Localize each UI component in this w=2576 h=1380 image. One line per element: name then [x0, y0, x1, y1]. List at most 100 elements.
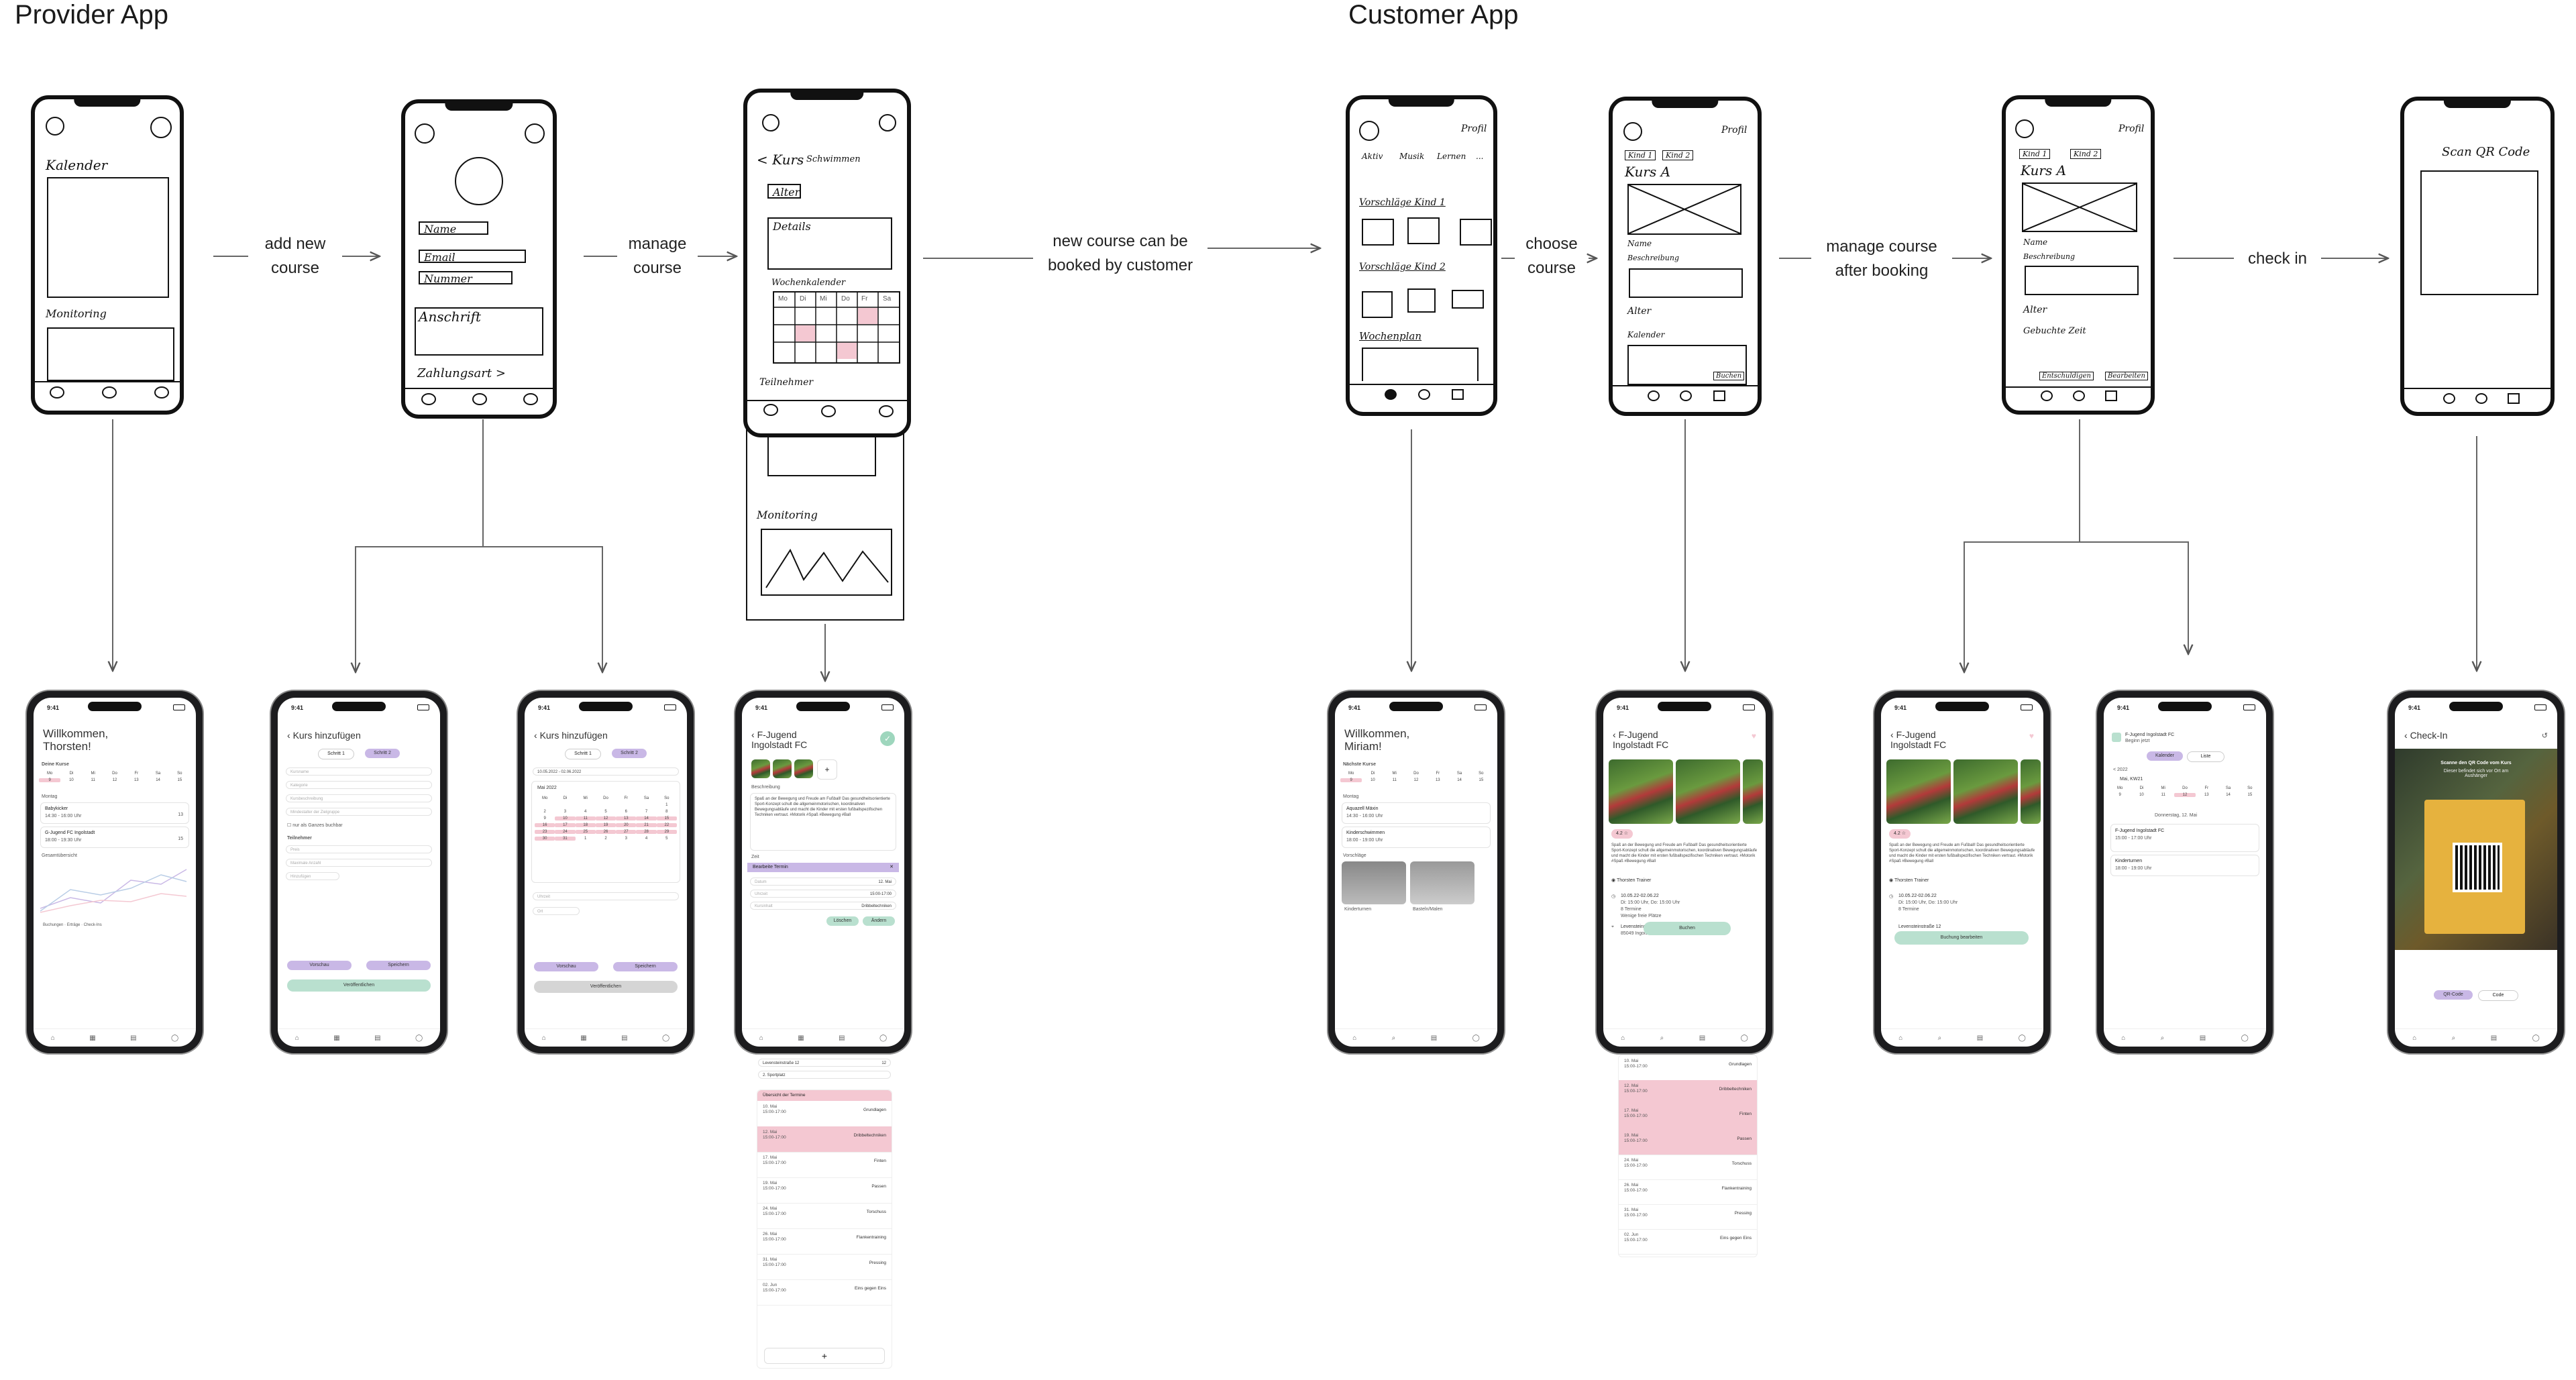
- preis-field[interactable]: Preis: [286, 845, 432, 853]
- trainer-row[interactable]: ◉ Thorsten Trainer: [1889, 878, 1929, 883]
- ganzes-checkbox[interactable]: ☐ nur als Ganzes buchbar: [287, 823, 343, 828]
- calendar-day[interactable]: 13: [616, 816, 637, 820]
- suggestion-image[interactable]: [1342, 861, 1406, 904]
- uhrzeit-field[interactable]: Uhrzeit: [533, 892, 679, 900]
- calendar-day[interactable]: 4: [645, 837, 648, 841]
- step-2-tab[interactable]: Schritt 2: [365, 749, 400, 758]
- calendar-day[interactable]: 14: [636, 816, 657, 820]
- calendar-day[interactable]: 1: [665, 803, 668, 807]
- calendar-day[interactable]: 5: [604, 810, 607, 814]
- veroeffentlichen-button[interactable]: Veröffentlichen: [534, 981, 678, 993]
- tab-bar[interactable]: ⌂⌕▤◯: [1335, 1028, 1497, 1047]
- calendar-day[interactable]: [616, 803, 636, 807]
- add-photo-button[interactable]: +: [817, 759, 837, 780]
- trainer-row[interactable]: ◉ Thorsten Trainer: [1611, 878, 1652, 883]
- aendern-button[interactable]: Ändern: [863, 916, 895, 926]
- calendar-day[interactable]: 4: [584, 810, 587, 814]
- calendar-day[interactable]: [596, 803, 616, 807]
- tab-bar[interactable]: ⌂⌕▤◯: [1603, 1028, 1766, 1047]
- calendar-day[interactable]: [555, 803, 575, 807]
- course-card[interactable]: Aquazell Mäxin 14:30 - 16:00 Uhr: [1342, 802, 1491, 824]
- calendar-day[interactable]: 18: [575, 823, 596, 827]
- calendar-day[interactable]: 5: [665, 837, 668, 841]
- date-range-field[interactable]: 10.05.2022 - 02.06.2022: [533, 767, 679, 776]
- buchung-bearbeiten-button[interactable]: Buchung bearbeiten: [1894, 931, 2029, 945]
- kategorie-field[interactable]: Kategorie: [286, 781, 432, 789]
- loeschen-button[interactable]: Löschen: [826, 916, 859, 926]
- beschreibung-field[interactable]: Kursbeschreibung: [286, 794, 432, 802]
- add-session-button[interactable]: +: [764, 1348, 885, 1364]
- calendar-day[interactable]: 20: [616, 823, 637, 827]
- ort-field[interactable]: Ort: [533, 907, 580, 915]
- heart-icon[interactable]: ♥: [2029, 731, 2034, 741]
- description-field[interactable]: Spaß an der Bewegung und Freude am Fußba…: [750, 793, 896, 851]
- confirm-icon[interactable]: ✓: [880, 731, 895, 746]
- calendar-day[interactable]: 29: [656, 830, 677, 834]
- course-card[interactable]: Kinderschwimmen 18:00 - 19:00 Uhr: [1342, 827, 1491, 848]
- calendar-day[interactable]: 17: [555, 823, 576, 827]
- calendar-day[interactable]: 25: [575, 830, 596, 834]
- calendar-day[interactable]: 31: [555, 837, 576, 841]
- history-icon[interactable]: ↺: [2541, 732, 2548, 740]
- tab-bar[interactable]: ⌂▦▤◯: [278, 1028, 440, 1047]
- year-nav[interactable]: < 2022: [2113, 767, 2128, 772]
- calendar-day[interactable]: 24: [555, 830, 576, 834]
- tab-code[interactable]: Code: [2478, 990, 2518, 1001]
- calendar-day[interactable]: 23: [535, 830, 555, 834]
- veroeffentlichen-button[interactable]: Veröffentlichen: [287, 979, 431, 992]
- calendar-day[interactable]: 3: [564, 810, 567, 814]
- suggestion-title[interactable]: Basteln/Malen: [1413, 907, 1443, 912]
- kursname-field[interactable]: Kursname: [286, 767, 432, 776]
- tab-bar[interactable]: ⌂⌕▤◯: [2395, 1028, 2557, 1047]
- calendar-day[interactable]: 12: [595, 816, 616, 820]
- vorschau-button[interactable]: Vorschau: [287, 961, 352, 970]
- calendar-day[interactable]: 21: [636, 823, 657, 827]
- calendar-day[interactable]: [535, 803, 555, 807]
- tab-qr-code[interactable]: QR-Code: [2434, 990, 2473, 1000]
- calendar-day[interactable]: 7: [645, 810, 648, 814]
- heart-icon[interactable]: ♥: [1751, 731, 1756, 741]
- calendar-day[interactable]: 8: [665, 810, 668, 814]
- suggestion-title[interactable]: Kinderturnen: [1344, 907, 1372, 912]
- calendar-day[interactable]: [576, 803, 596, 807]
- tab-liste[interactable]: Liste: [2187, 751, 2224, 762]
- calendar-day[interactable]: 2: [604, 837, 607, 841]
- calendar-day[interactable]: 27: [616, 830, 637, 834]
- vorschau-button[interactable]: Vorschau: [534, 962, 598, 971]
- calendar-day[interactable]: 26: [595, 830, 616, 834]
- step-2-tab[interactable]: Schritt 2: [612, 749, 647, 758]
- calendar-day[interactable]: 6: [625, 810, 627, 814]
- tab-kalender[interactable]: Kalender: [2147, 751, 2183, 761]
- calendar-day[interactable]: 9: [543, 816, 546, 820]
- calendar-day[interactable]: 16: [535, 823, 555, 827]
- calendar-day[interactable]: 15: [656, 816, 677, 820]
- calendar-day[interactable]: 11: [575, 816, 596, 820]
- tab-bar[interactable]: ⌂▦▤◯: [742, 1028, 904, 1047]
- course-card[interactable]: Kinderturnen 18:00 - 19:00 Uhr: [2110, 855, 2259, 876]
- calendar-day[interactable]: 19: [595, 823, 616, 827]
- course-card[interactable]: F-Jugend Ingolstadt FC 15:00 - 17:00 Uhr: [2110, 824, 2259, 852]
- tab-bar[interactable]: ⌂▦▤◯: [34, 1028, 196, 1047]
- tab-bar[interactable]: ⌂▦▤◯: [525, 1028, 687, 1047]
- anzahl-field[interactable]: Maximale Anzahl: [286, 859, 432, 867]
- hinzufuegen-field[interactable]: Hinzufügen: [286, 872, 339, 880]
- calendar-day[interactable]: 1: [584, 837, 587, 841]
- calendar-day[interactable]: 22: [656, 823, 677, 827]
